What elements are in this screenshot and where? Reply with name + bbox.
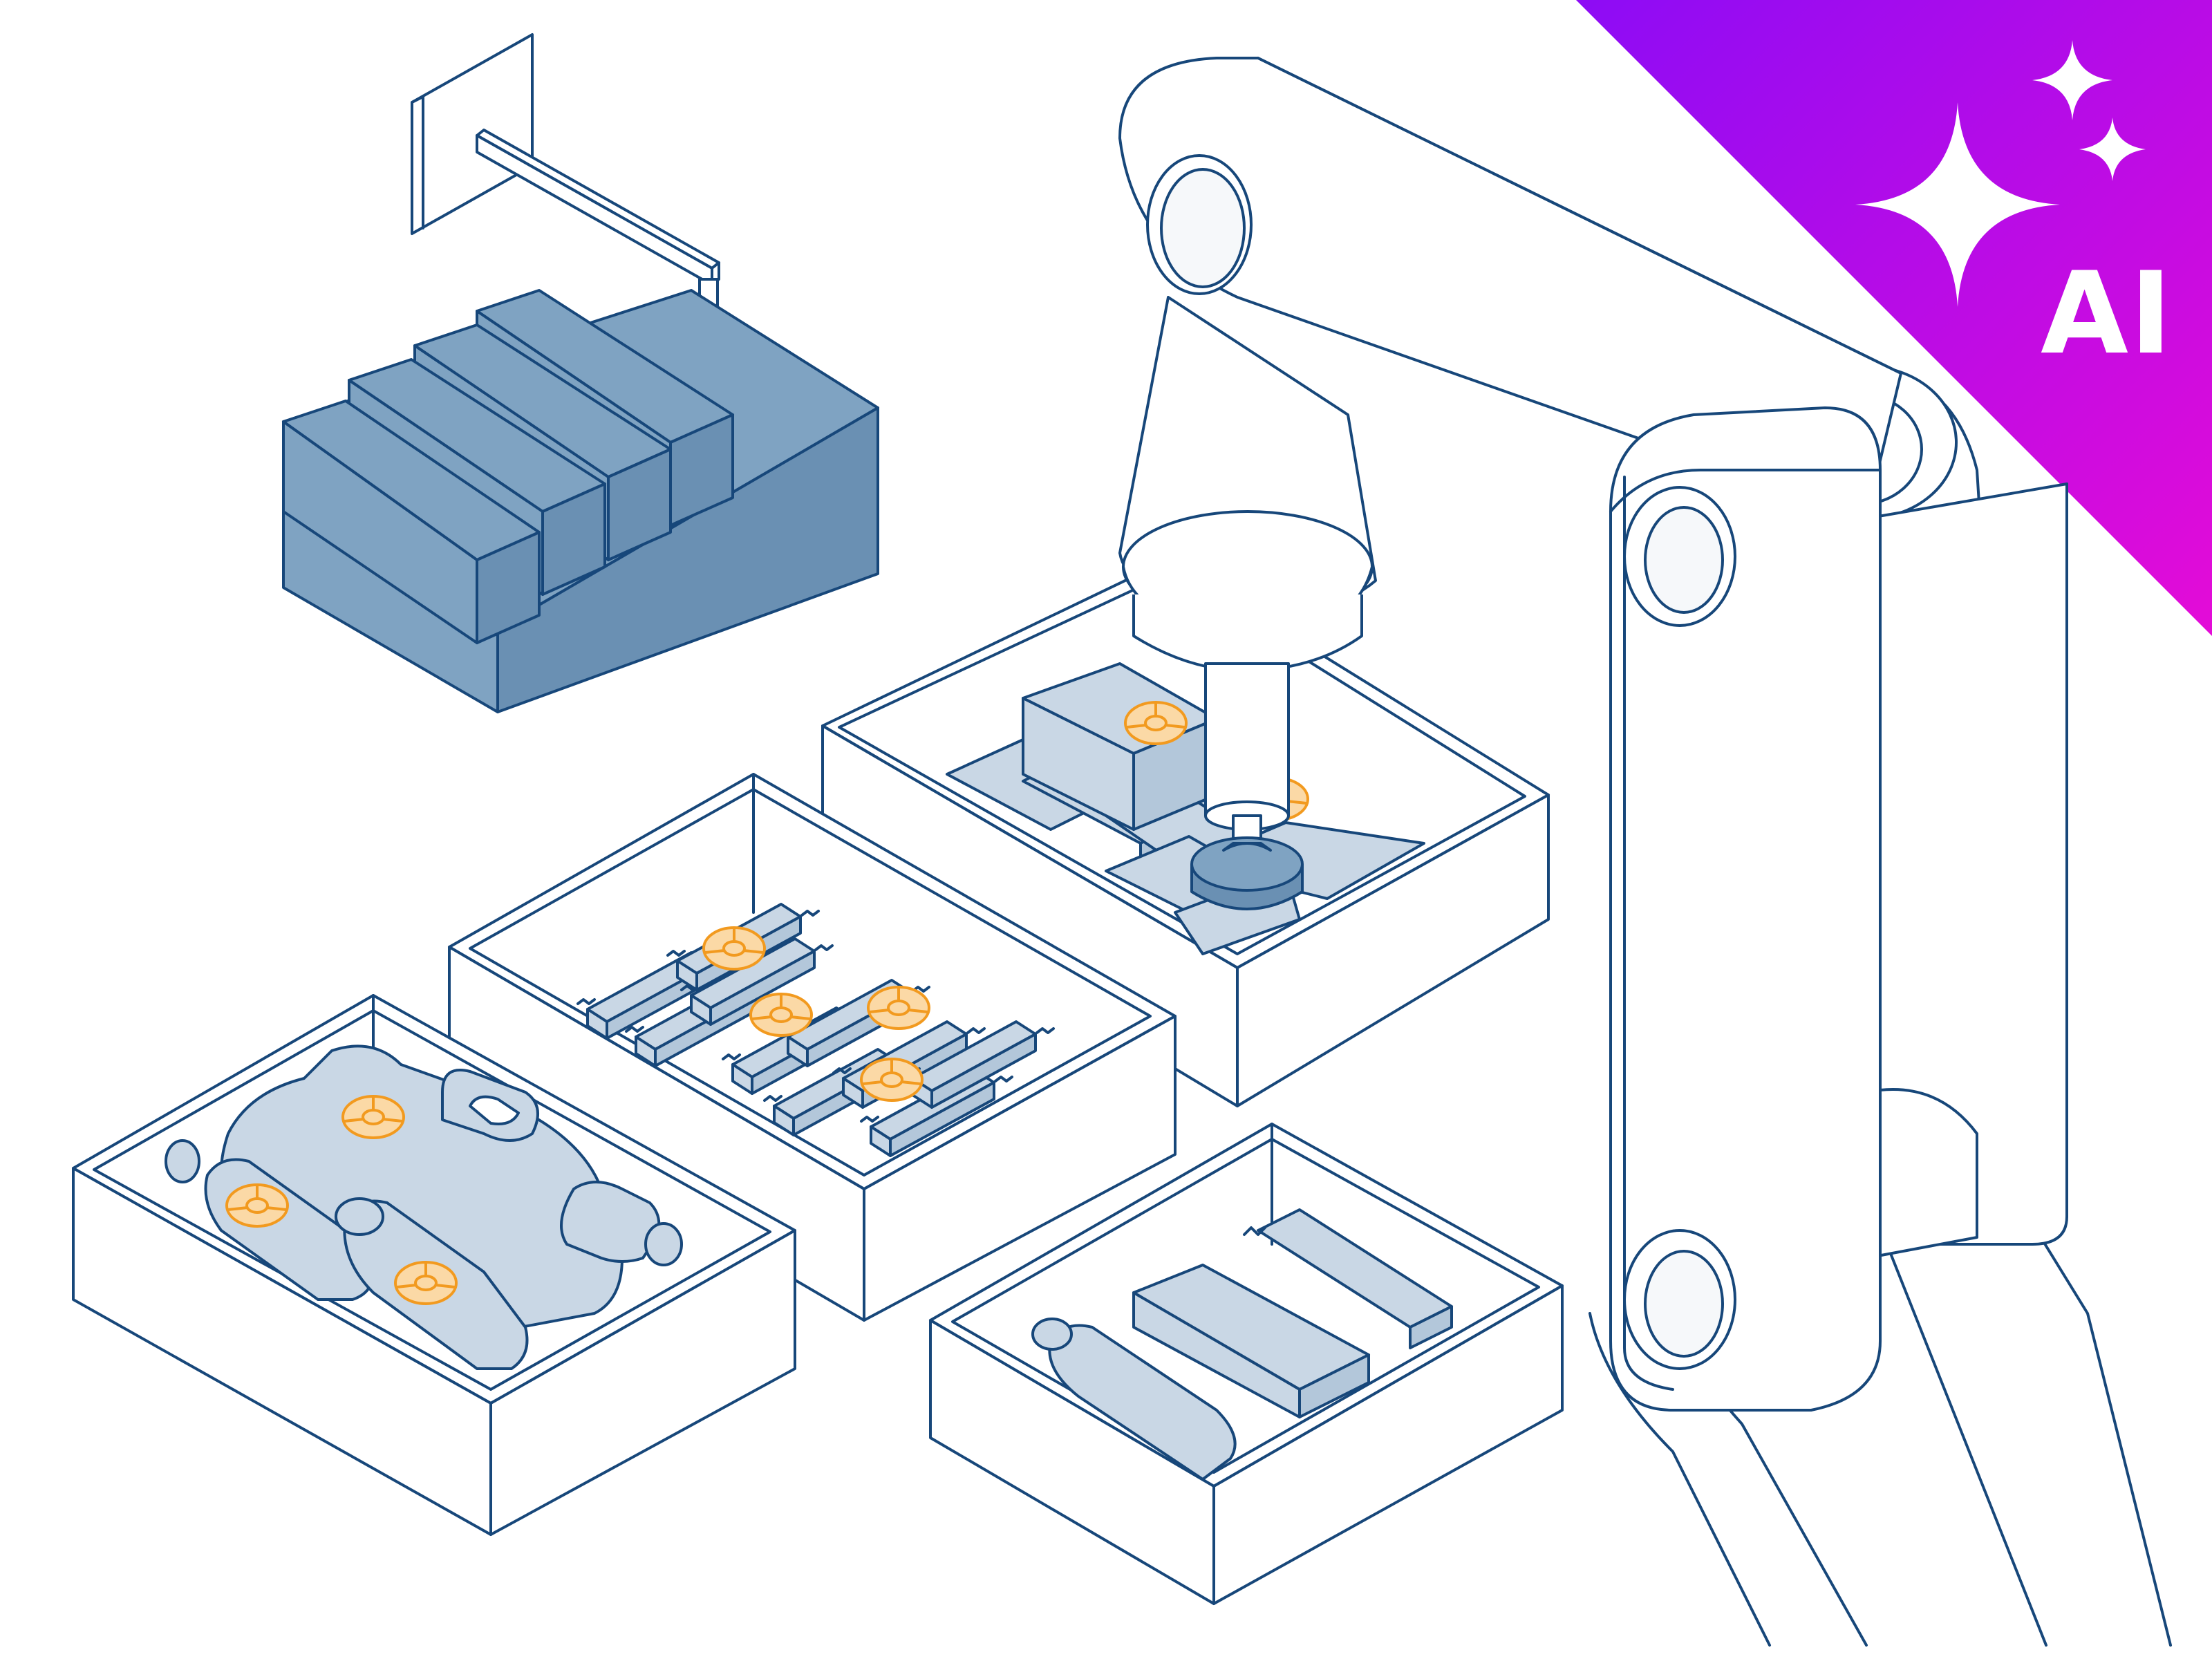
- suction-cup-icon: [1190, 836, 1304, 910]
- ai-badge: [1576, 0, 2212, 636]
- bin-bottles: [72, 994, 796, 1536]
- bin-mixed: [929, 1123, 1564, 1605]
- sparkles-icon: [1855, 40, 2146, 307]
- robot-arm-upper: [1118, 57, 1902, 1412]
- ai-badge-label: AI: [2041, 247, 2173, 379]
- machine-icon: [282, 33, 879, 713]
